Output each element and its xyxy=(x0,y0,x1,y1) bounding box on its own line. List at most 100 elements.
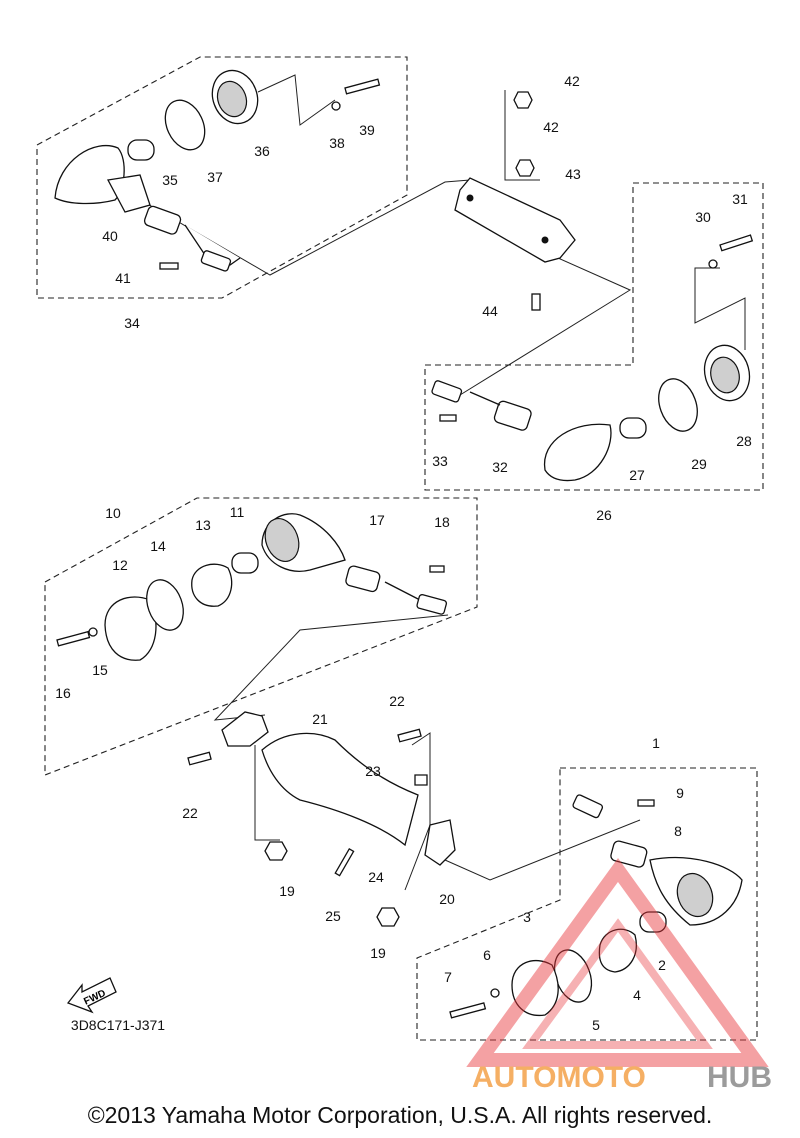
rim-28-inner-icon xyxy=(710,356,740,394)
group-outline-10 xyxy=(44,497,478,776)
connector-17-icon xyxy=(416,594,448,615)
bolt-22a-icon xyxy=(187,751,212,766)
bulb-35-icon xyxy=(127,139,155,161)
callout-38: 38 xyxy=(329,135,345,151)
callout-8: 8 xyxy=(674,823,682,839)
callout-13: 13 xyxy=(195,517,211,533)
screw-9-icon xyxy=(637,799,655,807)
callout-28: 28 xyxy=(736,433,752,449)
callout-9: 9 xyxy=(676,785,684,801)
nut-19b-icon xyxy=(376,907,400,927)
callout-25: 25 xyxy=(325,908,341,924)
copyright-notice: ©2013 Yamaha Motor Corporation, U.S.A. A… xyxy=(87,1102,713,1128)
stay-and-cover xyxy=(187,711,456,927)
callout-44: 44 xyxy=(482,303,498,319)
callout-17: 17 xyxy=(369,512,385,528)
callout-16: 16 xyxy=(55,685,71,701)
socket-17-icon xyxy=(345,565,381,593)
callout-43: 43 xyxy=(565,166,581,182)
fwd-arrow-icon: FWD xyxy=(66,977,117,1014)
callout-42: 42 xyxy=(564,73,580,89)
lens-12-icon xyxy=(104,596,157,661)
stay-21-icon xyxy=(221,711,269,747)
callout-36: 36 xyxy=(254,143,270,159)
callout-3: 3 xyxy=(523,909,531,925)
screw-33-icon xyxy=(439,414,457,422)
callout-27: 27 xyxy=(629,467,645,483)
turn-signal-group-26 xyxy=(431,234,754,482)
callout-21: 21 xyxy=(312,711,328,727)
callout-22: 22 xyxy=(182,805,198,821)
callout-12: 12 xyxy=(112,557,128,573)
gasket-29-icon xyxy=(658,378,698,432)
callout-30: 30 xyxy=(695,209,711,225)
callout-41: 41 xyxy=(115,270,131,286)
callout-37: 37 xyxy=(207,169,223,185)
callout-1: 1 xyxy=(652,735,660,751)
callout-40: 40 xyxy=(102,228,118,244)
connector-8-icon xyxy=(572,794,604,819)
bolt-22b-icon xyxy=(397,728,422,743)
screw-39-icon xyxy=(344,78,381,95)
reflector-13-icon xyxy=(191,563,233,607)
socket-8-icon xyxy=(610,840,648,868)
callout-6: 6 xyxy=(483,947,491,963)
screw-7-icon xyxy=(449,1002,487,1019)
screw-31-icon xyxy=(719,234,754,252)
washer-15-icon xyxy=(88,627,98,637)
group-outline-1 xyxy=(416,767,758,1041)
callout-24: 24 xyxy=(368,869,384,885)
group-outline-34 xyxy=(36,56,408,299)
callout-26: 26 xyxy=(596,507,612,523)
callout-33: 33 xyxy=(432,453,448,469)
connector-26-icon xyxy=(431,380,463,403)
callout-22: 22 xyxy=(389,693,405,709)
callout-5: 5 xyxy=(592,1017,600,1033)
callout-20: 20 xyxy=(439,891,455,907)
callout-35: 35 xyxy=(162,172,178,188)
callout-42: 42 xyxy=(543,119,559,135)
turn-signal-group-34 xyxy=(54,69,381,272)
nut-42b-icon xyxy=(515,159,535,177)
rim-36-inner-icon xyxy=(216,80,248,118)
socket-32-icon xyxy=(493,400,532,431)
lens-3-icon xyxy=(511,959,559,1017)
watermark-text-auto: AUTOMOTO xyxy=(472,1061,646,1094)
callout-34: 34 xyxy=(124,315,140,331)
turn-signal-group-10 xyxy=(56,513,448,661)
bracket-20-icon xyxy=(424,819,456,866)
screw-25-icon xyxy=(334,847,355,877)
stay-arm-icon xyxy=(106,174,151,213)
callout-29: 29 xyxy=(691,456,707,472)
bulb-11-icon xyxy=(231,552,259,574)
connector-icon xyxy=(200,250,232,272)
callout-19: 19 xyxy=(370,945,386,961)
bulb-27-icon xyxy=(619,417,647,439)
lens-housing-26-icon xyxy=(543,423,612,482)
bulb-2-icon xyxy=(639,911,667,933)
callout-2: 2 xyxy=(658,957,666,973)
bracket-43 xyxy=(454,91,576,311)
watermark: AUTOMOTO HUB xyxy=(466,858,772,1094)
gasket-37-icon xyxy=(164,99,206,151)
screw-16-icon xyxy=(56,630,91,647)
callout-10: 10 xyxy=(105,505,121,521)
bracket-43-icon xyxy=(454,177,576,263)
nut-19a-icon xyxy=(264,841,288,861)
callout-15: 15 xyxy=(92,662,108,678)
lens-housing-icon xyxy=(54,144,125,205)
cover-23-icon xyxy=(261,732,419,847)
callout-18: 18 xyxy=(434,514,450,530)
watermark-triangle-icon xyxy=(466,858,769,1067)
washer-38-icon xyxy=(331,101,341,111)
screw-18-icon xyxy=(429,565,445,573)
gasket-14-icon xyxy=(146,579,184,631)
clip-24-icon xyxy=(414,774,428,786)
group-outline-26 xyxy=(424,182,764,491)
callout-4: 4 xyxy=(633,987,641,1003)
washer-30-icon xyxy=(708,259,718,269)
socket-40-icon xyxy=(143,205,182,235)
nut-42-icon xyxy=(513,91,533,109)
callout-39: 39 xyxy=(359,122,375,138)
